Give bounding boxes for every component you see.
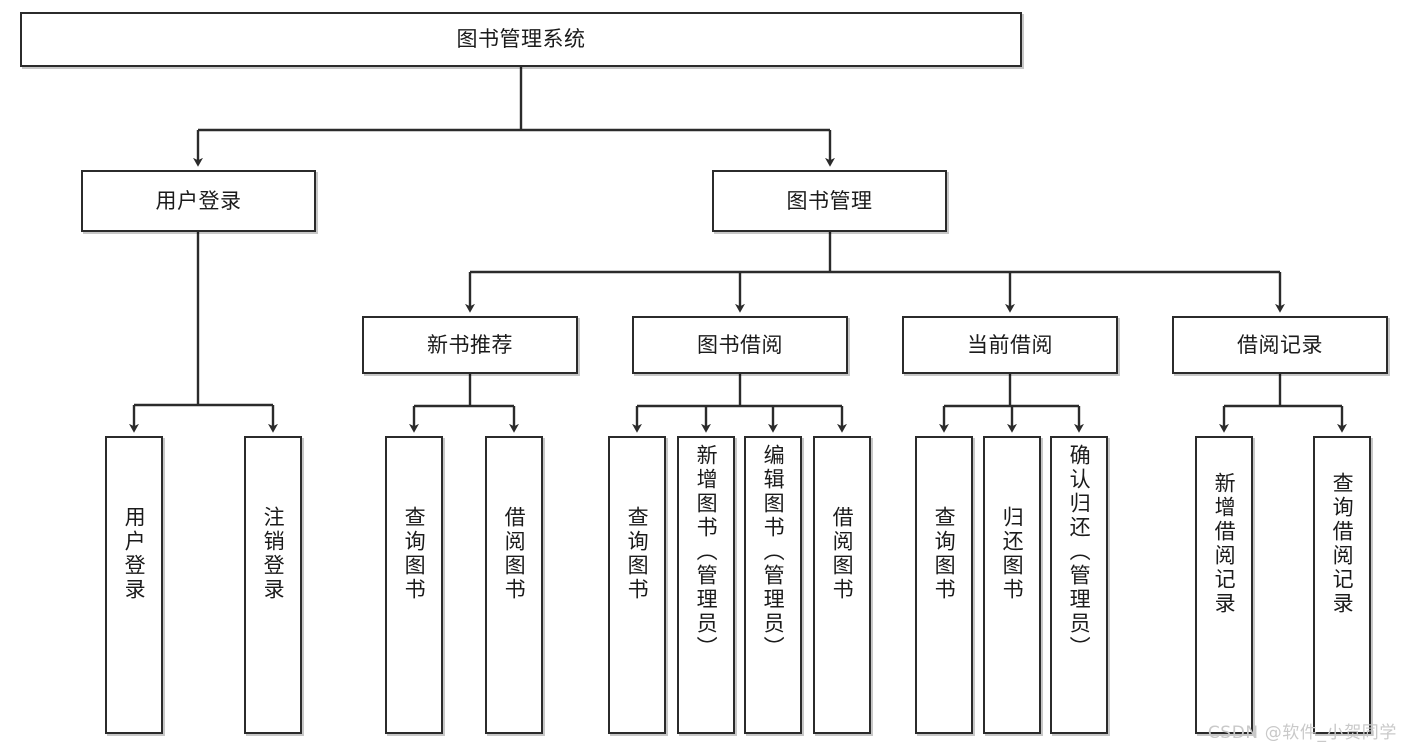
node-current-borrow[interactable]: 当前借阅 [902,316,1118,374]
leaf-borrow-borrow-book[interactable]: 借阅图书 [813,436,871,734]
leaf-borrow-query-book[interactable]: 查询图书 [608,436,666,734]
node-user-login[interactable]: 用户登录 [81,170,316,232]
node-current-borrow-label: 当前借阅 [967,332,1053,357]
leaf-records-query-record[interactable]: 查询借阅记录 [1313,436,1371,734]
leaf-user-login-login-label: 用户登录 [122,506,147,602]
watermark-text: CSDN @软件_小贺同学 [1207,723,1397,743]
leaf-records-add-record[interactable]: 新增借阅记录 [1195,436,1253,734]
node-book-management-label: 图书管理 [786,188,873,213]
leaf-borrow-add-book-admin[interactable]: 新增图书（管理员） [677,436,735,734]
node-user-login-label: 用户登录 [155,188,242,213]
leaf-borrow-add-book-admin-label: 新增图书（管理员） [694,444,719,660]
leaf-new-book-query[interactable]: 查询图书 [385,436,443,734]
leaf-borrow-borrow-book-label: 借阅图书 [830,506,855,602]
leaf-current-confirm-return-admin-label: 确认归还（管理员） [1067,444,1092,660]
leaf-new-book-borrow[interactable]: 借阅图书 [485,436,543,734]
leaf-borrow-edit-book-admin[interactable]: 编辑图书（管理员） [744,436,802,734]
leaf-current-query-book-label: 查询图书 [932,506,957,602]
node-new-book-recommend-label: 新书推荐 [427,332,513,357]
leaf-current-query-book[interactable]: 查询图书 [915,436,973,734]
leaf-records-query-record-label: 查询借阅记录 [1330,472,1355,616]
leaf-borrow-edit-book-admin-label: 编辑图书（管理员） [761,444,786,660]
node-root-label: 图书管理系统 [456,27,586,52]
leaf-new-book-query-label: 查询图书 [402,506,427,602]
leaf-user-login-logout[interactable]: 注销登录 [244,436,302,734]
node-root[interactable]: 图书管理系统 [20,12,1022,67]
leaf-current-confirm-return-admin[interactable]: 确认归还（管理员） [1050,436,1108,734]
node-book-borrow-label: 图书借阅 [697,332,783,357]
node-book-borrow[interactable]: 图书借阅 [632,316,848,374]
leaf-current-return-book-label: 归还图书 [1000,506,1025,602]
leaf-user-login-login[interactable]: 用户登录 [105,436,163,734]
node-borrow-records[interactable]: 借阅记录 [1172,316,1388,374]
node-borrow-records-label: 借阅记录 [1237,332,1323,357]
leaf-borrow-query-book-label: 查询图书 [625,506,650,602]
leaf-new-book-borrow-label: 借阅图书 [502,506,527,602]
node-new-book-recommend[interactable]: 新书推荐 [362,316,578,374]
leaf-current-return-book[interactable]: 归还图书 [983,436,1041,734]
node-book-management[interactable]: 图书管理 [712,170,947,232]
leaf-user-login-logout-label: 注销登录 [261,506,286,602]
leaf-records-add-record-label: 新增借阅记录 [1212,472,1237,616]
